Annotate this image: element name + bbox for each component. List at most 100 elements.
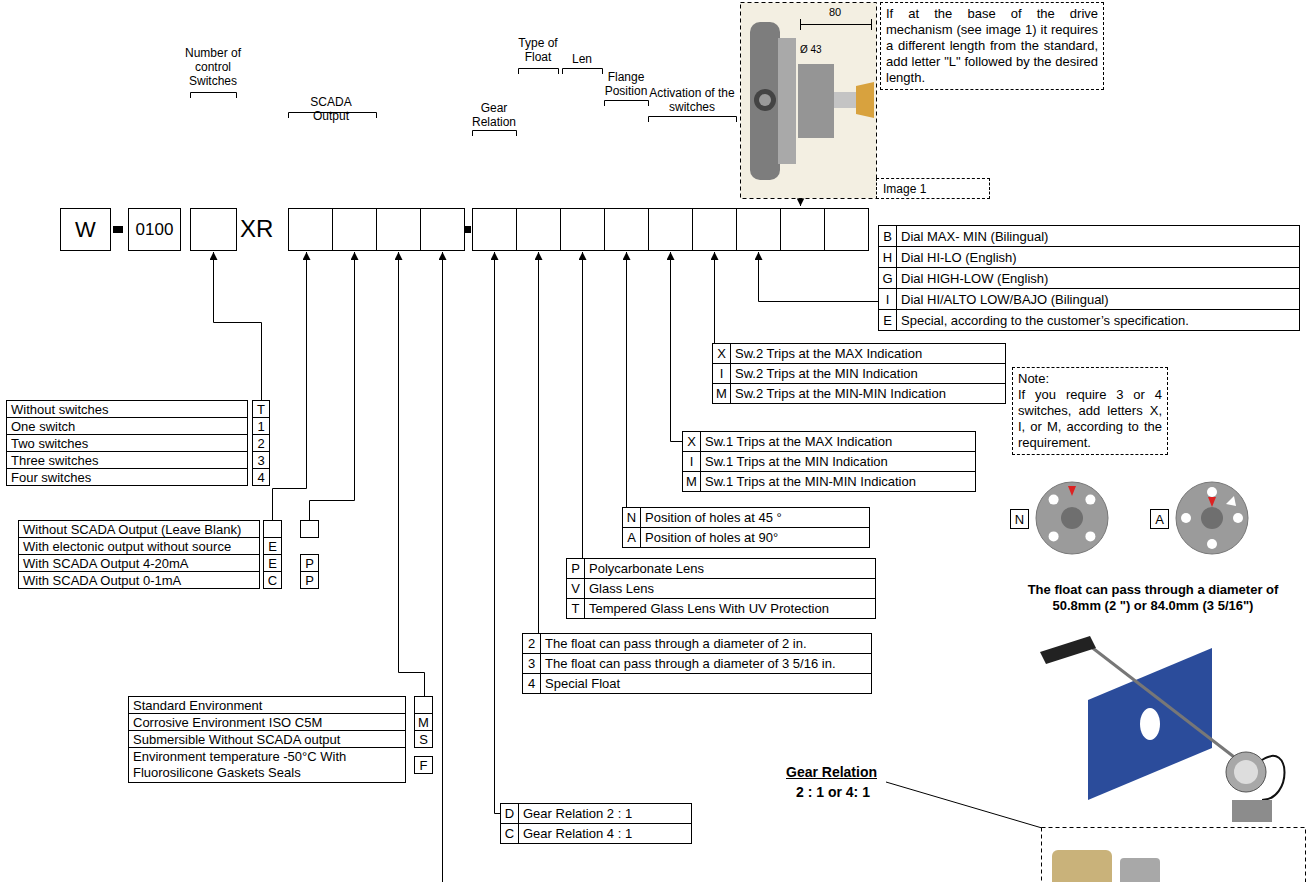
leader-line [310, 252, 355, 520]
option-row: Standard Environment [128, 696, 406, 714]
field-heading: Type of Float [510, 36, 566, 64]
option-letter: T [252, 400, 270, 418]
option-letter: A [622, 527, 641, 548]
option-row: Corrosive Environment ISO C5M [128, 713, 406, 731]
blank-option-box [264, 521, 282, 538]
option-text: 4 [257, 470, 264, 485]
option-letter: 2 [252, 434, 270, 452]
option-text: Special, according to the customer’s spe… [901, 313, 1189, 328]
option-text: Sw.2 Trips at the MIN-MIN Indication [735, 386, 946, 401]
option-text: Sw.1 Trips at the MAX Indication [705, 434, 892, 449]
code-slot [421, 209, 465, 251]
option-text: 2 [257, 436, 264, 451]
flange-drawing [1085, 531, 1095, 541]
option-text: 1 [257, 419, 264, 434]
option-letter: T [566, 598, 585, 619]
option-text: Corrosive Environment ISO C5M [133, 715, 322, 730]
option-letter: E [263, 537, 282, 555]
code-box: 0100 [128, 208, 181, 251]
leader-line [495, 252, 501, 814]
option-letter: V [566, 578, 585, 599]
option-text: Tempered Glass Lens With UV Protection [589, 601, 829, 616]
flange-drawing [1226, 496, 1236, 506]
flange-drawing [1176, 482, 1248, 554]
flange-drawing [1201, 507, 1223, 529]
code-slot [649, 209, 693, 251]
option-text: P [305, 556, 314, 571]
option-row: With electonic output without source [18, 537, 260, 555]
field-heading: Len [562, 52, 602, 66]
leader-line [671, 252, 683, 442]
code-slot [191, 209, 237, 251]
option-row: Gear Relation 2 : 1 [518, 803, 692, 824]
option-text: Glass Lens [589, 581, 654, 596]
option-text: V [571, 581, 580, 596]
option-row: Special, according to the customer’s spe… [896, 309, 1300, 331]
code-slot [781, 209, 825, 251]
option-text: 3 [528, 656, 535, 671]
option-text: A [627, 530, 636, 545]
drive-photo [800, 19, 801, 30]
option-row: Sw.2 Trips at the MIN-MIN Indication [730, 383, 1006, 404]
option-row: Without switches [6, 400, 248, 418]
option-row: With SCADA Output 0-1mA [18, 571, 260, 589]
option-text: Sw.2 Trips at the MIN Indication [735, 366, 918, 381]
option-text: Position of holes at 45 ° [645, 510, 782, 525]
option-row: Position of holes at 45 ° [640, 507, 870, 528]
option-text: Gear Relation 4 : 1 [523, 826, 632, 841]
gear-callout [1120, 858, 1160, 882]
drive-photo [778, 38, 796, 164]
option-text: M [686, 474, 697, 489]
dimension: 80 [829, 6, 841, 19]
leader-line [582, 252, 583, 558]
bracket [649, 117, 737, 123]
option-text: H [883, 250, 892, 265]
option-row: The float can pass through a diameter of… [540, 653, 872, 674]
option-row: The float can pass through a diameter of… [540, 633, 872, 654]
option-text: G [882, 271, 892, 286]
option-row: Sw.1 Trips at the MIN-MIN Indication [700, 471, 976, 492]
option-text: Sw.2 Trips at the MAX Indication [735, 346, 922, 361]
drive-photo [741, 3, 877, 199]
option-text: W [75, 217, 96, 243]
option-text: With SCADA Output 0-1mA [23, 573, 181, 588]
option-text: P [571, 561, 580, 576]
code-slot [473, 209, 517, 251]
option-row: Sw.1 Trips at the MIN Indication [700, 451, 976, 472]
option-row: Sw.1 Trips at the MAX Indication [700, 431, 976, 452]
option-letter: 4 [522, 673, 541, 694]
option-text: X [687, 434, 696, 449]
option-text: Dial HIGH-LOW (English) [901, 271, 1048, 286]
option-letter: I [712, 363, 731, 384]
option-row: Dial HI-LO (English) [896, 246, 1300, 268]
option-row: Two switches [6, 434, 248, 452]
option-text: E [883, 313, 892, 328]
option-letter: C [500, 823, 519, 844]
drive-photo [741, 3, 877, 199]
option-row: Special Float [540, 673, 872, 694]
option-text: One switch [11, 419, 75, 434]
option-text: S [419, 732, 428, 747]
dimension: Ø 43 [800, 44, 822, 56]
option-letter: 4 [252, 468, 270, 486]
option-text: T [257, 402, 265, 417]
figure-letter: A [1150, 509, 1169, 529]
option-text: Environment temperature -50°C With Fluor… [133, 749, 348, 781]
option-text: C [505, 826, 514, 841]
option-row: Sw.2 Trips at the MIN Indication [730, 363, 1006, 384]
bracket [563, 69, 603, 75]
leader-line [214, 252, 262, 400]
code-slot [605, 209, 649, 251]
code-slot [737, 209, 781, 251]
option-letter: 1 [252, 417, 270, 435]
option-text: I [720, 366, 724, 381]
option-letter: I [878, 288, 897, 310]
option-letter: M [712, 383, 731, 404]
option-text: F [420, 758, 428, 773]
option-text: Three switches [11, 453, 98, 468]
flange-drawing [1061, 507, 1083, 529]
field-heading: Number of control Switches [178, 46, 248, 88]
option-text: C [268, 573, 277, 588]
code-letters: XR [240, 214, 273, 243]
